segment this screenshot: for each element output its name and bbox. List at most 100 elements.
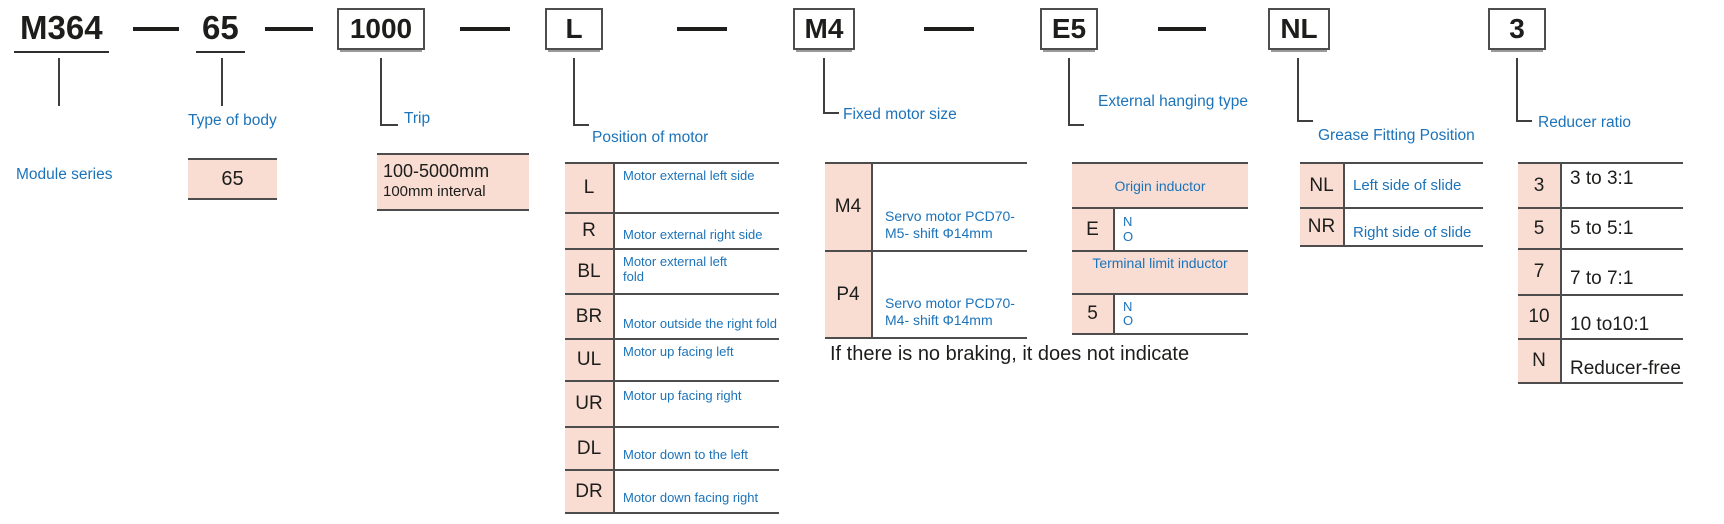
code-segment-3: 3 bbox=[1488, 8, 1546, 50]
contact-type-line: N bbox=[1123, 214, 1133, 230]
connector-reducer-ratio bbox=[1516, 58, 1518, 122]
code-cell: 7 bbox=[1518, 250, 1562, 294]
table-row: 5 5 to 5:1 bbox=[1518, 209, 1683, 250]
table-row: 7 7 to 7:1 bbox=[1518, 250, 1683, 296]
code-segment-nl: NL bbox=[1268, 8, 1330, 50]
section-header: Terminal limit inductor bbox=[1072, 252, 1248, 295]
section-header: Origin inductor bbox=[1072, 164, 1248, 209]
connector-grease-fitting bbox=[1297, 58, 1299, 122]
table-row: NR Right side of slide bbox=[1300, 209, 1483, 247]
reducer-ratio-table: 3 3 to 3:1 5 5 to 5:1 7 7 to 7:1 10 10 t… bbox=[1518, 162, 1683, 384]
table-row: P4 Servo motor PCD70- M4- shift Φ14mm bbox=[825, 252, 1027, 339]
code-segment-m4: M4 bbox=[793, 8, 855, 50]
desc-cell: Right side of slide bbox=[1353, 224, 1472, 241]
connector-fixed-motor-size-elbow bbox=[823, 112, 839, 114]
trip-range: 100-5000mm bbox=[383, 161, 490, 181]
desc-cell: Servo motor PCD70- M4- shift Φ14mm bbox=[873, 252, 1027, 337]
connector-module-series bbox=[58, 58, 60, 106]
code-cell: R bbox=[565, 214, 615, 248]
code-cell: L bbox=[565, 164, 615, 212]
connector-external-hanging-elbow bbox=[1068, 124, 1084, 126]
code-cell: UR bbox=[565, 382, 615, 426]
trip-interval: 100mm interval bbox=[383, 182, 486, 200]
code-cell: P4 bbox=[825, 252, 873, 337]
desc-line: M5- shift Φ14mm bbox=[885, 225, 993, 242]
code-cell: UL bbox=[565, 340, 615, 380]
table-row: 5 N O bbox=[1072, 295, 1248, 335]
no-braking-note: If there is no braking, it does not indi… bbox=[830, 343, 1190, 365]
external-hanging-table: Origin inductor E N O Terminal limit ind… bbox=[1072, 162, 1248, 335]
connector-position-of-motor-elbow bbox=[573, 124, 589, 126]
dash-separator bbox=[924, 27, 974, 31]
label-module-series: Module series bbox=[16, 166, 113, 183]
desc-cell: Motor external right side bbox=[623, 227, 763, 243]
table-row: UL Motor up facing left bbox=[565, 340, 779, 382]
code-cell: M4 bbox=[825, 164, 873, 250]
desc-cell: 5 to 5:1 bbox=[1570, 217, 1634, 239]
contact-type-line: N bbox=[1123, 298, 1133, 314]
dash-separator bbox=[1158, 27, 1206, 31]
code-cell: E bbox=[1072, 209, 1115, 250]
label-grease-fitting-position: Grease Fitting Position bbox=[1318, 127, 1475, 144]
connector-external-hanging bbox=[1068, 58, 1070, 126]
label-type-of-body: Type of body bbox=[188, 112, 277, 129]
desc-cell: Reducer-free bbox=[1570, 358, 1681, 379]
contact-type-line: O bbox=[1123, 228, 1134, 244]
label-trip: Trip bbox=[404, 110, 431, 127]
code-segment-m364: M364 bbox=[14, 8, 109, 53]
connector-reducer-ratio-elbow bbox=[1516, 120, 1532, 122]
table-row: R Motor external right side bbox=[565, 214, 779, 250]
table-row: DR Motor down facing right bbox=[565, 471, 779, 514]
code-cell: DL bbox=[565, 428, 615, 469]
connector-trip bbox=[380, 58, 382, 126]
dash-separator bbox=[133, 27, 179, 31]
table-row: 10 10 to10:1 bbox=[1518, 296, 1683, 340]
table-row: L Motor external left side bbox=[565, 164, 779, 214]
desc-cell: Servo motor PCD70- M5- shift Φ14mm bbox=[873, 164, 1027, 250]
code-cell: BR bbox=[565, 295, 615, 338]
desc-cell: Motor down to the left bbox=[623, 447, 749, 463]
grease-fitting-table: NL Left side of slide NR Right side of s… bbox=[1300, 162, 1483, 247]
desc-cell: Left side of slide bbox=[1353, 177, 1462, 194]
desc-line: Servo motor PCD70- bbox=[885, 295, 1015, 312]
code-segment-65: 65 bbox=[196, 8, 245, 53]
type-of-body-value-box: 65 bbox=[188, 158, 277, 200]
contact-type-line: O bbox=[1123, 313, 1134, 328]
code-cell: N bbox=[1518, 340, 1562, 382]
position-of-motor-table: L Motor external left side R Motor exter… bbox=[565, 162, 779, 514]
code-cell: NL bbox=[1300, 164, 1345, 207]
desc-cell: 7 to 7:1 bbox=[1570, 268, 1634, 289]
desc-cell: Motor external left fold bbox=[623, 254, 728, 284]
label-reducer-ratio: Reducer ratio bbox=[1538, 114, 1632, 131]
trip-value-box: 100-5000mm 100mm interval bbox=[377, 153, 529, 211]
dash-separator bbox=[460, 27, 510, 31]
code-segment-e5: E5 bbox=[1040, 8, 1098, 50]
desc-line: Servo motor PCD70- bbox=[885, 208, 1015, 225]
code-cell: BL bbox=[565, 250, 615, 293]
table-row: BL Motor external left fold bbox=[565, 250, 779, 295]
desc-cell: N O bbox=[1115, 295, 1248, 333]
code-cell: DR bbox=[565, 471, 615, 512]
desc-cell: Motor outside the right fold bbox=[623, 316, 777, 332]
table-row: N Reducer-free bbox=[1518, 340, 1683, 384]
fixed-motor-size-table: M4 Servo motor PCD70- M5- shift Φ14mm P4… bbox=[825, 162, 1027, 339]
table-row: BR Motor outside the right fold bbox=[565, 295, 779, 340]
desc-cell: 3 to 3:1 bbox=[1570, 168, 1634, 189]
table-row: M4 Servo motor PCD70- M5- shift Φ14mm bbox=[825, 164, 1027, 252]
desc-cell: Motor external left side bbox=[623, 168, 755, 183]
connector-fixed-motor-size bbox=[823, 58, 825, 114]
code-cell: 5 bbox=[1072, 295, 1115, 333]
table-row: UR Motor up facing right bbox=[565, 382, 779, 428]
connector-position-of-motor bbox=[573, 58, 575, 126]
table-row: E N O bbox=[1072, 209, 1248, 252]
label-fixed-motor-size: Fixed motor size bbox=[843, 106, 957, 123]
desc-cell: N O bbox=[1115, 209, 1248, 250]
connector-trip-elbow bbox=[380, 124, 398, 126]
desc-cell: Motor up facing left bbox=[623, 344, 734, 359]
desc-cell: Motor up facing right bbox=[623, 388, 742, 403]
dash-separator bbox=[677, 27, 727, 31]
desc-cell: Motor down facing right bbox=[623, 490, 759, 506]
desc-cell: 10 to10:1 bbox=[1570, 314, 1650, 335]
label-external-hanging-type: External hanging type bbox=[1098, 93, 1248, 110]
